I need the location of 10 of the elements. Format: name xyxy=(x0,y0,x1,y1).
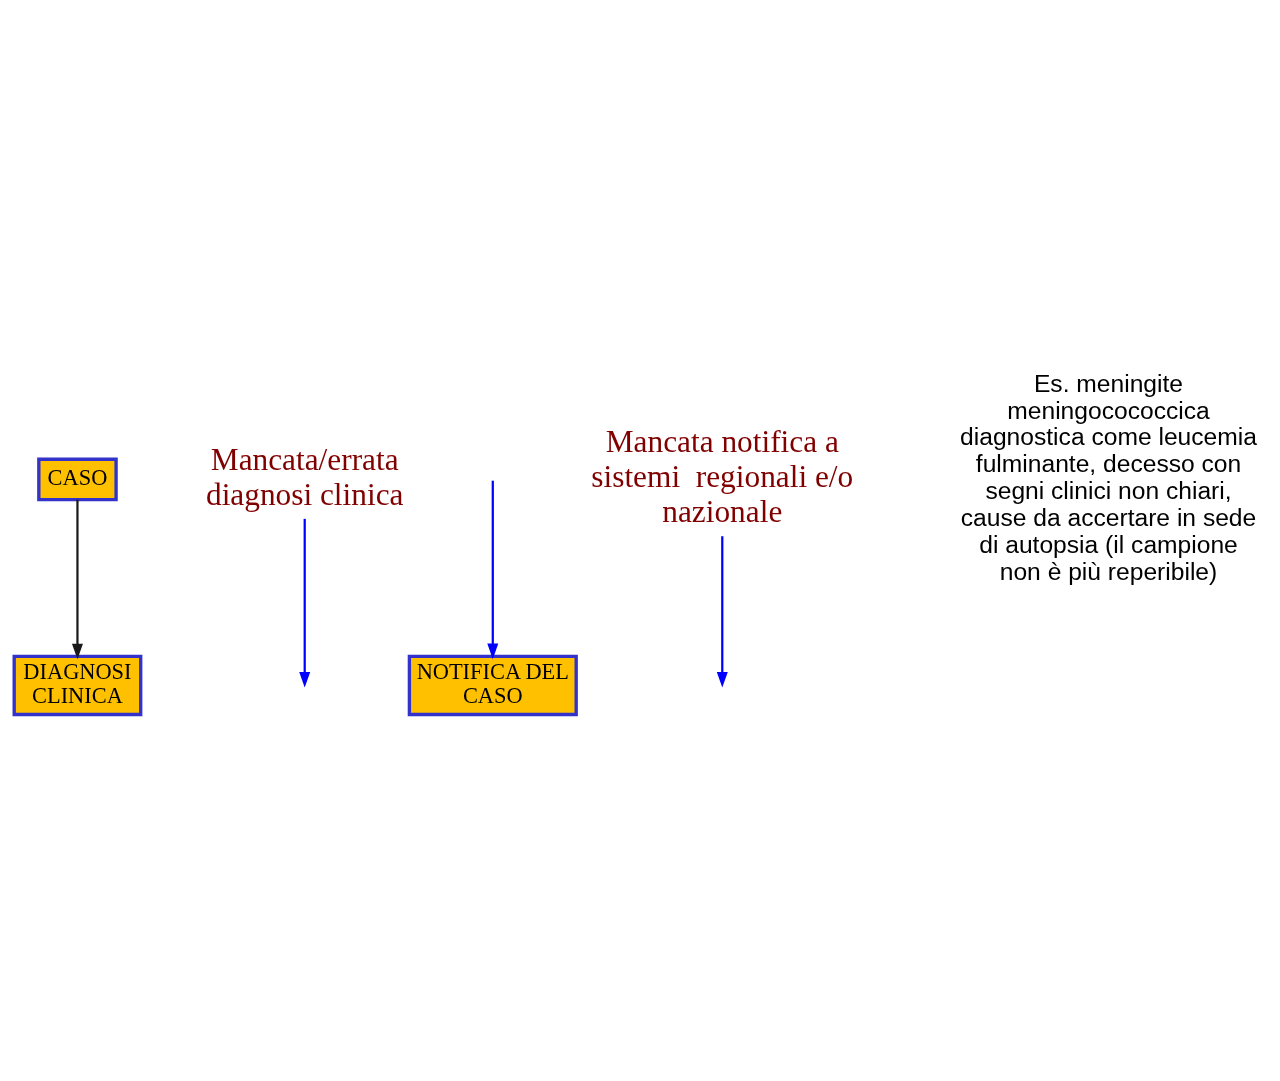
node-text: Mancata/errata diagnosi clinica xyxy=(205,441,404,511)
arrow xyxy=(299,518,311,688)
arrow xyxy=(716,535,728,688)
arrow xyxy=(487,480,499,659)
arrow xyxy=(71,499,83,659)
node-box: NOTIFICA DEL CASO xyxy=(407,654,578,716)
label: Es. meningite meningocococcica diagnostica come leucemia fulminante, decesso con segni clinici non chiari, cause da accertare in sede di autopsia (il campione non è più reperibile) xyxy=(960,369,1257,585)
node-text: Mancata notifica a sistemi regionali e/o nazionale xyxy=(591,423,854,529)
node-box: CASO xyxy=(37,457,118,501)
node-box: DIAGNOSI CLINICA xyxy=(12,654,143,716)
